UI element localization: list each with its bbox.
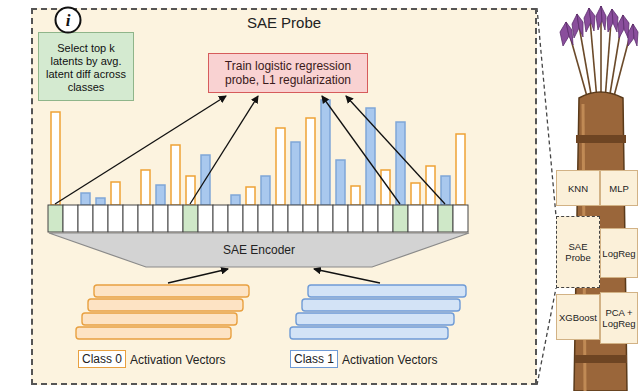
node-text: XGBoost [559,312,597,323]
method-box: XGBoost [556,294,600,340]
node-text: Train logistic regression probe, L1 regu… [215,59,361,87]
selection-note: Select top k latents by avg. latent diff… [38,32,134,101]
node-text: KNN [568,183,588,194]
node-text: Select top k latents by avg. latent diff… [43,42,129,94]
node-text: MLP [609,183,629,194]
axis-label: Activation Vectors [130,353,225,367]
node-text: LogReg [602,248,635,259]
method-box: MLP [600,170,638,206]
node-text: i [66,12,71,29]
panel-title: SAE Probe [33,14,535,31]
encoder-trapezoid: SAE Encoder [48,232,470,268]
node-text: Class 1 [294,352,334,366]
class-tag: Class 0 [78,350,126,368]
method-box: SAE Probe [556,216,600,288]
method-box: LogReg [600,228,638,278]
zoom-connector [537,8,556,385]
class-tag: Class 1 [290,350,338,368]
method-box: PCA + LogReg [600,292,638,344]
method-box: KNN [556,170,600,206]
node-text: SAE Probe [558,241,598,263]
node-text: Class 0 [82,352,122,366]
node-text: PCA + LogReg [602,307,636,329]
node-text: SAE Encoder [223,243,295,257]
probe-training-box: Train logistic regression probe, L1 regu… [208,53,368,93]
axis-label: Activation Vectors [342,353,437,367]
info-icon: i [54,6,82,34]
probe-panel: SAE ProbeiSelect top k latents by avg. l… [31,8,537,385]
